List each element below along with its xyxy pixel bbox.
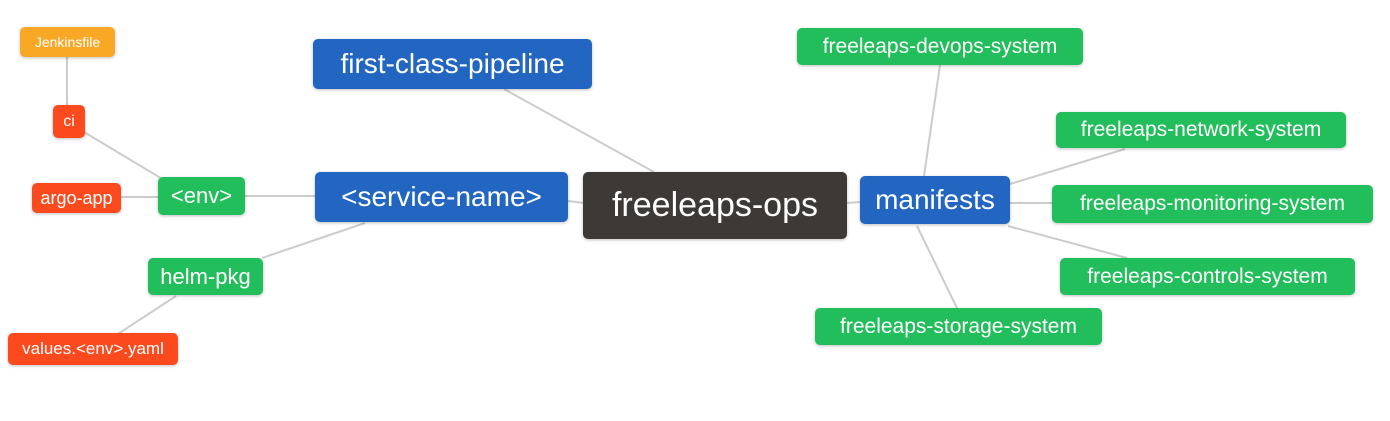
node-first-class-pipeline-label: first-class-pipeline bbox=[340, 48, 565, 79]
node-freeleaps-monitoring-system[interactable]: freeleaps-monitoring-system bbox=[1052, 185, 1373, 223]
node-values-env-yaml[interactable]: values.<env>.yaml bbox=[8, 333, 178, 365]
edge-helm-pkg-values bbox=[117, 295, 177, 335]
node-service-name-label: <service-name> bbox=[341, 181, 542, 212]
node-helm-pkg-label: helm-pkg bbox=[160, 263, 251, 289]
node-freeleaps-storage-system[interactable]: freeleaps-storage-system bbox=[815, 308, 1102, 345]
node-env[interactable]: <env> bbox=[158, 177, 245, 215]
node-freeleaps-monitoring-system-label: freeleaps-monitoring-system bbox=[1080, 192, 1345, 215]
edge-manifests-devops bbox=[923, 64, 941, 177]
edge-pipeline-ops bbox=[503, 88, 655, 173]
node-ci-label: ci bbox=[63, 112, 75, 130]
node-argo-app[interactable]: argo-app bbox=[32, 183, 121, 213]
node-freeleaps-network-system[interactable]: freeleaps-network-system bbox=[1056, 112, 1346, 148]
node-service-name[interactable]: <service-name> bbox=[315, 172, 568, 222]
edge-manifests-storage bbox=[916, 225, 958, 309]
edge-service-name-helm-pkg bbox=[261, 222, 366, 259]
node-freeleaps-devops-system-label: freeleaps-devops-system bbox=[822, 34, 1058, 58]
node-env-label: <env> bbox=[170, 183, 233, 208]
node-jenkinsfile[interactable]: Jenkinsfile bbox=[20, 27, 115, 57]
edge-service-name-ops bbox=[567, 200, 585, 204]
node-freeleaps-controls-system[interactable]: freeleaps-controls-system bbox=[1060, 258, 1355, 295]
node-freeleaps-devops-system[interactable]: freeleaps-devops-system bbox=[797, 28, 1083, 65]
node-freeleaps-controls-system-label: freeleaps-controls-system bbox=[1087, 264, 1328, 288]
node-jenkinsfile-label: Jenkinsfile bbox=[34, 34, 101, 50]
node-first-class-pipeline[interactable]: first-class-pipeline bbox=[313, 39, 592, 89]
node-freeleaps-ops-label: freeleaps-ops bbox=[611, 186, 818, 224]
edge-ci-env bbox=[83, 131, 165, 181]
node-values-env-yaml-label: values.<env>.yaml bbox=[22, 339, 164, 358]
edge-manifests-network bbox=[1009, 148, 1126, 185]
node-ci[interactable]: ci bbox=[53, 105, 85, 138]
node-manifests[interactable]: manifests bbox=[860, 176, 1010, 224]
node-manifests-label: manifests bbox=[875, 184, 995, 215]
node-helm-pkg[interactable]: helm-pkg bbox=[148, 258, 263, 295]
node-argo-app-label: argo-app bbox=[40, 187, 113, 208]
node-freeleaps-ops[interactable]: freeleaps-ops bbox=[583, 172, 847, 239]
node-freeleaps-storage-system-label: freeleaps-storage-system bbox=[840, 314, 1077, 338]
edge-ops-manifests bbox=[846, 201, 862, 204]
edge-manifests-controls bbox=[1007, 225, 1128, 259]
node-freeleaps-network-system-label: freeleaps-network-system bbox=[1080, 118, 1322, 141]
